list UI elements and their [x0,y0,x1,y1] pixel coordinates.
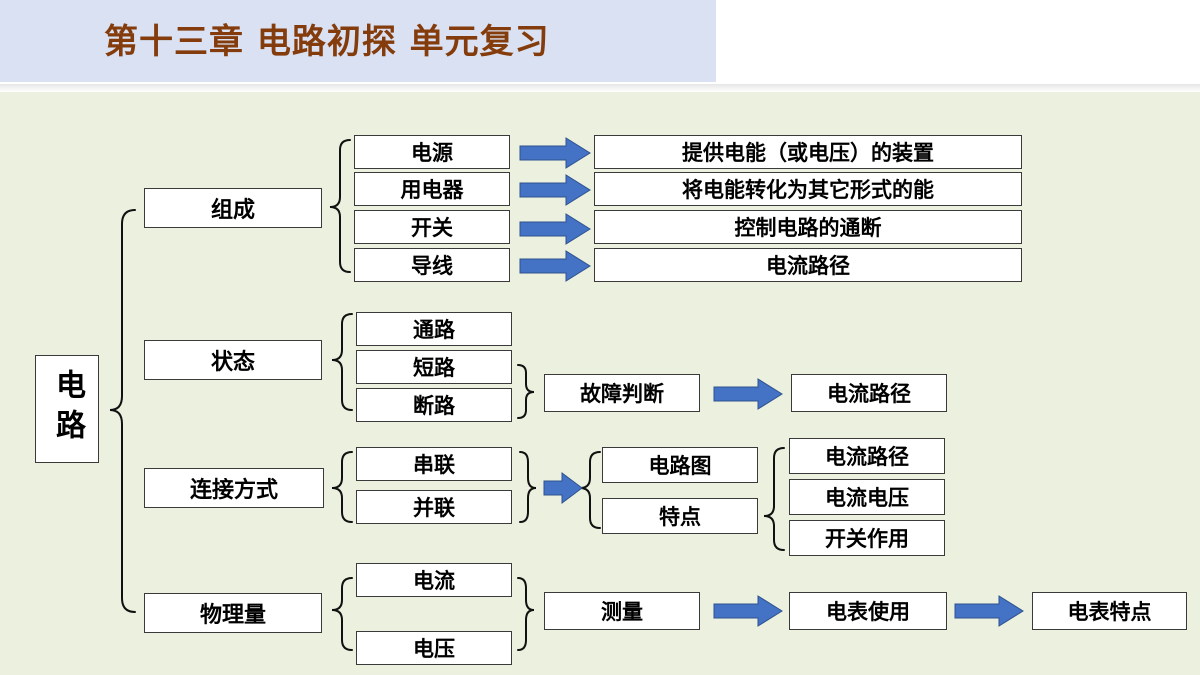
feature-brace [763,447,785,551]
arrow-icon [519,137,591,169]
component-wire: 导线 [354,248,510,282]
arrow-icon [713,378,783,410]
fault-current-path: 电流路径 [791,374,947,412]
composition-brace [329,139,351,273]
arrow-icon [954,595,1024,627]
quantity-voltage: 电压 [356,631,512,665]
composition-node: 组成 [144,188,322,228]
root-label: 电路 [50,369,85,449]
state-closed-circuit: 通路 [356,312,512,346]
measure-node: 测量 [544,592,700,630]
root-node: 电路 [35,355,99,463]
arrow-icon [519,213,591,245]
appliance-desc: 将电能转化为其它形式的能 [594,172,1022,206]
fault-diagnosis-node: 故障判断 [544,374,700,412]
series-parallel-brace [519,451,537,523]
meter-usage-node: 电表使用 [789,592,947,630]
connection-series: 串联 [356,447,512,481]
state-node: 状态 [144,340,322,380]
title-divider [0,84,1200,92]
power-source-desc: 提供电能（或电压）的装置 [594,135,1022,169]
component-power-source: 电源 [354,135,510,169]
page-title: 第十三章 电路初探 单元复习 [104,22,550,62]
component-appliance: 用电器 [354,172,510,206]
wire-desc: 电流路径 [594,248,1022,282]
state-open-circuit: 断路 [356,388,512,422]
fault-brace [517,364,535,419]
arrow-icon [713,595,783,627]
root-brace [109,209,136,613]
arrow-icon [519,250,591,282]
aspect-features: 特点 [602,498,758,534]
state-short-circuit: 短路 [356,350,512,384]
state-brace [331,313,353,411]
meter-features-node: 电表特点 [1032,592,1187,630]
connection-brace [331,451,353,523]
arrow-icon [519,174,591,206]
quantity-node: 物理量 [144,593,322,633]
arrow-icon [543,472,583,504]
connection-parallel: 并联 [356,490,512,524]
quantity-current: 电流 [356,563,512,597]
title-banner: 第十三章 电路初探 单元复习 [0,0,716,82]
quantity-brace [331,577,353,651]
aspect-circuit-diagram: 电路图 [602,447,758,483]
connection-node: 连接方式 [144,468,324,508]
feature-current-path: 电流路径 [789,438,945,474]
component-switch: 开关 [354,210,510,244]
measure-brace [517,577,535,651]
switch-desc: 控制电路的通断 [594,210,1022,244]
aspect-brace [579,451,601,529]
feature-current-voltage: 电流电压 [789,479,945,515]
feature-switch-role: 开关作用 [789,520,945,556]
